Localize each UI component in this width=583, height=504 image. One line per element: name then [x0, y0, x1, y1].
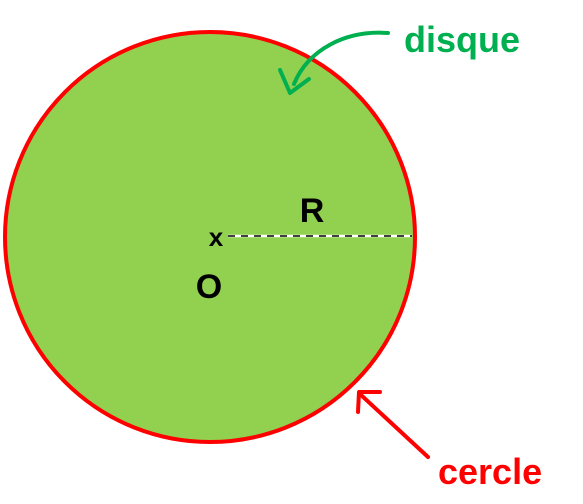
center-mark: x [209, 222, 224, 252]
disk-arrow [278, 30, 390, 95]
center-label: O [196, 268, 222, 306]
circle-label: cercle [438, 451, 542, 492]
radius-label: R [300, 192, 325, 230]
circle-arrow [356, 390, 430, 459]
disk-label: disque [404, 19, 520, 60]
disk [3, 30, 417, 444]
